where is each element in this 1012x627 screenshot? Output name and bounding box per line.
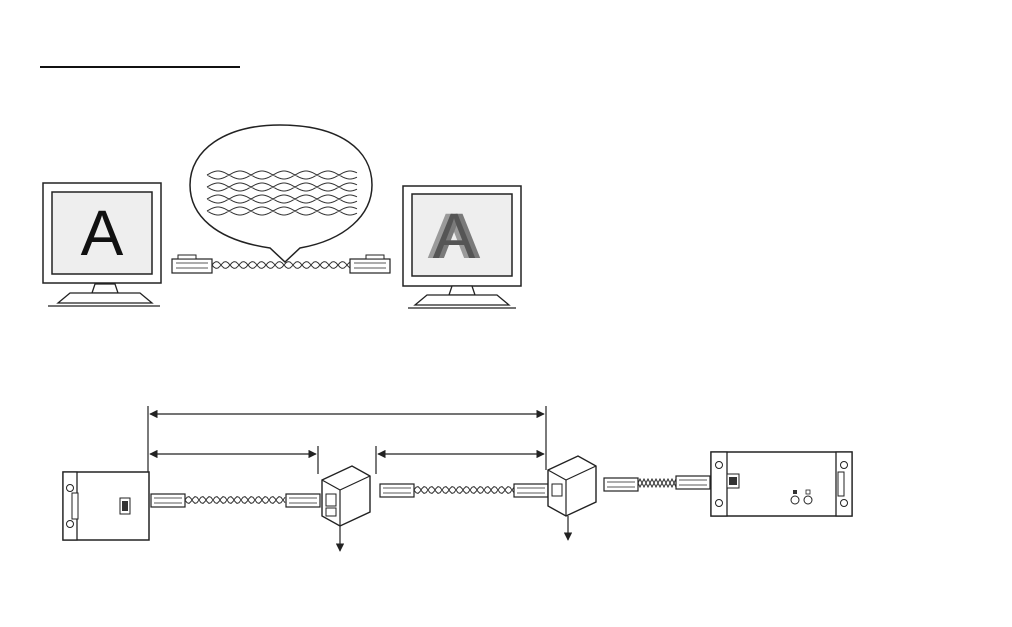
- led-icon: [791, 496, 799, 504]
- cable-segment-1: [151, 494, 320, 507]
- receiver-box: [711, 452, 852, 516]
- rj45-plug-icon: [604, 478, 638, 491]
- right-monitor-icon: A A A: [403, 186, 521, 308]
- rj45-plug-icon: [172, 255, 212, 273]
- led-icon: [804, 496, 812, 504]
- cable-segment-3: [604, 476, 710, 491]
- coupler-1-icon: [322, 466, 370, 551]
- twisted-pair-bubble: [190, 125, 372, 262]
- cable-segment-2: [380, 484, 548, 497]
- rj45-plug-icon: [676, 476, 710, 489]
- rj45-plug-icon: [350, 255, 390, 273]
- left-monitor-letter: A: [81, 197, 124, 269]
- right-monitor-letter: A: [433, 200, 476, 272]
- transmitter-box: [63, 472, 149, 540]
- rj45-plug-icon: [286, 494, 320, 507]
- rj45-plug-icon: [514, 484, 548, 497]
- rj45-plug-icon: [151, 494, 185, 507]
- left-monitor-icon: A: [43, 183, 161, 306]
- rj45-plug-icon: [380, 484, 414, 497]
- coupler-2-icon: [548, 456, 596, 540]
